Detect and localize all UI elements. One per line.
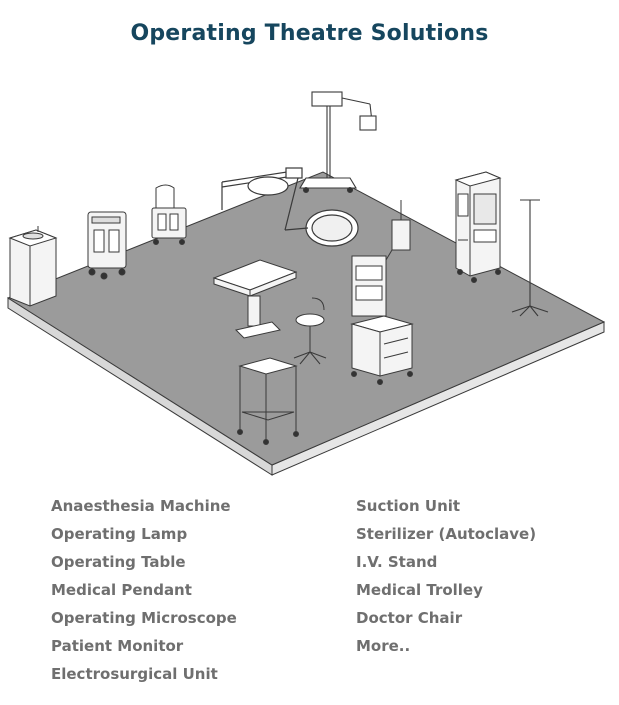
operating-lamp-icon [221, 167, 359, 247]
operating-microscope-icon [299, 91, 377, 194]
more-link[interactable]: More.. [356, 637, 411, 655]
list-item: Sterilizer (Autoclave) [356, 525, 537, 543]
list-item: Medical Trolley [356, 581, 483, 599]
medical-trolley-icon [237, 357, 299, 445]
drawer-trolley-icon [350, 315, 414, 385]
medical-pendant-icon [351, 200, 411, 317]
operating-table-icon [212, 259, 298, 339]
list-item: Anaesthesia Machine [51, 497, 231, 515]
list-item: Operating Lamp [51, 525, 188, 543]
equipment-list-left: Anaesthesia Machine Operating Lamp Opera… [51, 492, 237, 688]
doctor-chair-icon [293, 297, 327, 365]
anaesthesia-machine-icon [454, 171, 502, 283]
suction-unit-icon [87, 211, 127, 280]
list-item: Operating Microscope [51, 609, 237, 627]
sterilizer-autoclave-icon [8, 226, 58, 307]
list-item: I.V. Stand [356, 553, 438, 571]
equipment-list-right: Suction Unit Sterilizer (Autoclave) I.V.… [356, 492, 536, 660]
list-item: Suction Unit [356, 497, 461, 515]
operating-theatre-illustration [6, 91, 606, 476]
list-item: Electrosurgical Unit [51, 665, 218, 683]
iv-stand-icon [511, 199, 549, 317]
list-item: Doctor Chair [356, 609, 463, 627]
page-title: Operating Theatre Solutions [130, 20, 489, 46]
list-item: Operating Table [51, 553, 186, 571]
list-item: Medical Pendant [51, 581, 192, 599]
aspirator-trolley-icon [151, 184, 187, 245]
list-item: Patient Monitor [51, 637, 184, 655]
